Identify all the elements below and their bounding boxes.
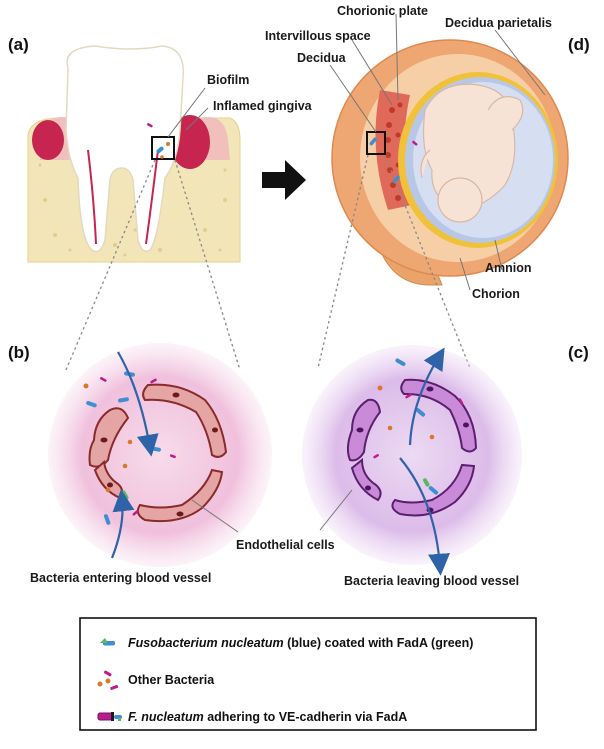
panel-label-a: (a) (8, 35, 29, 54)
label-inflamed-gingiva: Inflamed gingiva (213, 99, 313, 113)
legend-adhering-icon (97, 712, 122, 721)
legend-item-adhering-italic: F. nucleatum (128, 710, 204, 724)
label-intervillous-space: Intervillous space (265, 29, 371, 43)
biofilm-box (151, 136, 175, 160)
panel-label-c: (c) (568, 343, 589, 362)
legend-item-fuso-italic: Fusobacterium nucleatum (128, 636, 284, 650)
inflamed-gingiva-left (32, 120, 64, 160)
tissue-halo-b (48, 343, 272, 567)
vessel-entering (48, 343, 272, 567)
label-amnion: Amnion (485, 261, 532, 275)
label-chorion: Chorion (472, 287, 520, 301)
label-decidua-parietalis: Decidua parietalis (445, 16, 552, 30)
right-arrow (262, 160, 306, 200)
tooth-illustration (27, 45, 241, 263)
label-chorionic-plate: Chorionic plate (337, 4, 428, 18)
zoom-lines (65, 154, 471, 371)
leaving-arrow-down (399, 457, 450, 576)
entering-arrow-in (117, 351, 159, 457)
uterus-illustration (329, 13, 569, 291)
panel-label-b: (b) (8, 343, 30, 362)
tooth-crown (65, 45, 185, 253)
legend: Fusobacterium nucleatum (blue) coated wi… (79, 617, 537, 731)
legend-fuso-icon (100, 638, 115, 646)
legend-item-adhering: F. nucleatum adhering to VE-cadherin via… (128, 710, 407, 724)
endothelial-cell (142, 383, 228, 458)
legend-item-fuso-rest: (blue) coated with FadA (green) (284, 636, 474, 650)
endothelial-cell (136, 468, 224, 523)
label-endothelial-cells: Endothelial cells (236, 538, 335, 552)
fetus (420, 83, 524, 223)
endothelial-cell (400, 378, 478, 453)
legend-item-adhering-rest: adhering to VE-cadherin via FadA (204, 710, 408, 724)
legend-item-other: Other Bacteria (128, 673, 215, 687)
endothelial-cell (350, 457, 382, 502)
label-bacteria-leaving: Bacteria leaving blood vessel (344, 574, 519, 588)
label-biofilm: Biofilm (207, 73, 249, 87)
panel-label-d: (d) (568, 35, 590, 54)
legend-item-fuso: Fusobacterium nucleatum (blue) coated wi… (128, 636, 473, 650)
leaving-arrow-up (408, 347, 445, 446)
entering-arrow-lower (110, 489, 135, 559)
endothelial-cell (346, 398, 382, 462)
vessel-leaving (302, 345, 522, 576)
tissue-halo-c (302, 345, 522, 565)
label-bacteria-entering: Bacteria entering blood vessel (30, 571, 211, 585)
endothelial-cell (391, 463, 476, 517)
bacteria-cluster-c (373, 358, 464, 495)
biofilm-bacteria (147, 123, 170, 159)
legend-other-bacteria-icon (97, 670, 119, 690)
legend-box (79, 617, 537, 731)
label-decidua: Decidua (297, 51, 347, 65)
